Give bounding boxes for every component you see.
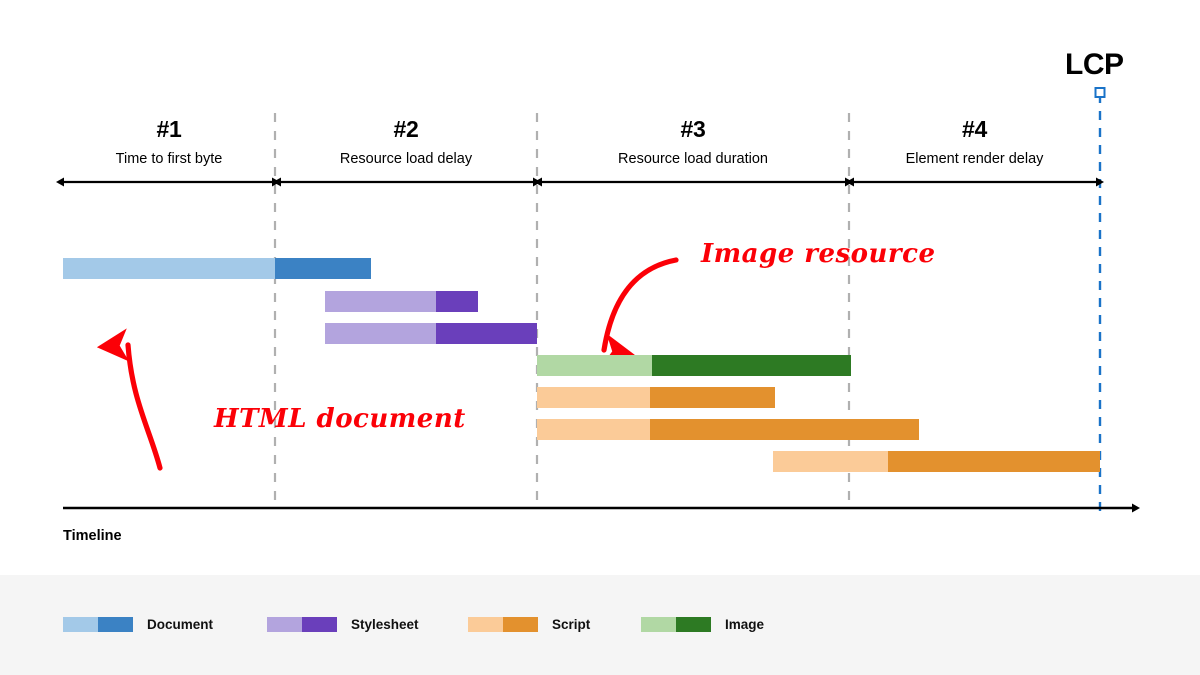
waterfall-bar-script-1 [537,387,775,408]
html-document-annotation-arrow [96,328,163,471]
phase-header-4: #4 Element render delay [849,118,1100,167]
annotation-image-resource: Image resource [701,239,936,269]
swatch-dark [98,617,133,632]
legend-label: Stylesheet [351,616,419,632]
legend-item-document: Document [63,616,213,633]
legend-item-script: Script [468,616,590,633]
legend-swatch-script [468,617,538,632]
bar-segment-duration [436,323,537,344]
bar-segment-delay [325,323,436,344]
phase-label: Resource load duration [618,151,768,167]
bar-segment-duration [436,291,478,312]
bar-segment-duration [275,258,371,279]
phase-header-3: #3 Resource load duration [537,118,849,167]
diagram-vector-layer [56,87,1140,513]
timeline-axis-label: Timeline [63,528,122,544]
bar-segment-delay [537,419,650,440]
legend-label: Image [725,616,765,632]
bar-segment-delay [537,355,652,376]
bar-segment-delay [773,451,888,472]
annotation-html-document: HTML document [214,404,466,434]
waterfall-bar-image [537,355,851,376]
phase-number: #3 [680,116,706,142]
legend: Document Stylesheet Script Image [0,575,1200,675]
waterfall-bar-script-3 [773,451,1100,472]
legend-label: Script [552,616,591,632]
bar-segment-duration [888,451,1100,472]
phase-number: #2 [393,116,419,142]
bar-segment-delay [325,291,436,312]
legend-label: Document [147,616,214,632]
legend-swatch-document [63,617,133,632]
phase-label: Element render delay [905,151,1044,167]
lcp-label: LCP [1065,48,1124,81]
legend-swatch-stylesheet [267,617,337,632]
diagram-area: #1 Time to first byte #2 Resource load d… [56,48,1140,544]
swatch-dark [302,617,337,632]
bar-segment-delay [63,258,275,279]
bar-segment-delay [537,387,650,408]
bar-segment-duration [652,355,851,376]
legend-swatch-image [641,617,711,632]
waterfall-bar-stylesheet-2 [325,323,537,344]
swatch-light [267,617,302,632]
phase-number: #1 [156,116,182,142]
phase-number: #4 [962,116,987,142]
swatch-dark [676,617,711,632]
legend-item-image: Image [641,616,764,633]
lcp-handle-square [1094,87,1106,98]
phase-header-2: #2 Resource load delay [275,118,537,167]
swatch-dark [503,617,538,632]
image-resource-annotation-arrow [601,257,679,367]
phase-label: Time to first byte [115,151,223,167]
bar-segment-duration [650,419,919,440]
waterfall-bar-stylesheet-1 [325,291,478,312]
waterfall-bar-script-2 [537,419,919,440]
phase-label: Resource load delay [339,151,473,167]
swatch-light [641,617,676,632]
phase-header-1: #1 Time to first byte [63,118,275,167]
waterfall-bar-document [63,258,371,279]
swatch-light [63,617,98,632]
legend-item-stylesheet: Stylesheet [267,616,419,633]
swatch-light [468,617,503,632]
bar-segment-duration [650,387,775,408]
